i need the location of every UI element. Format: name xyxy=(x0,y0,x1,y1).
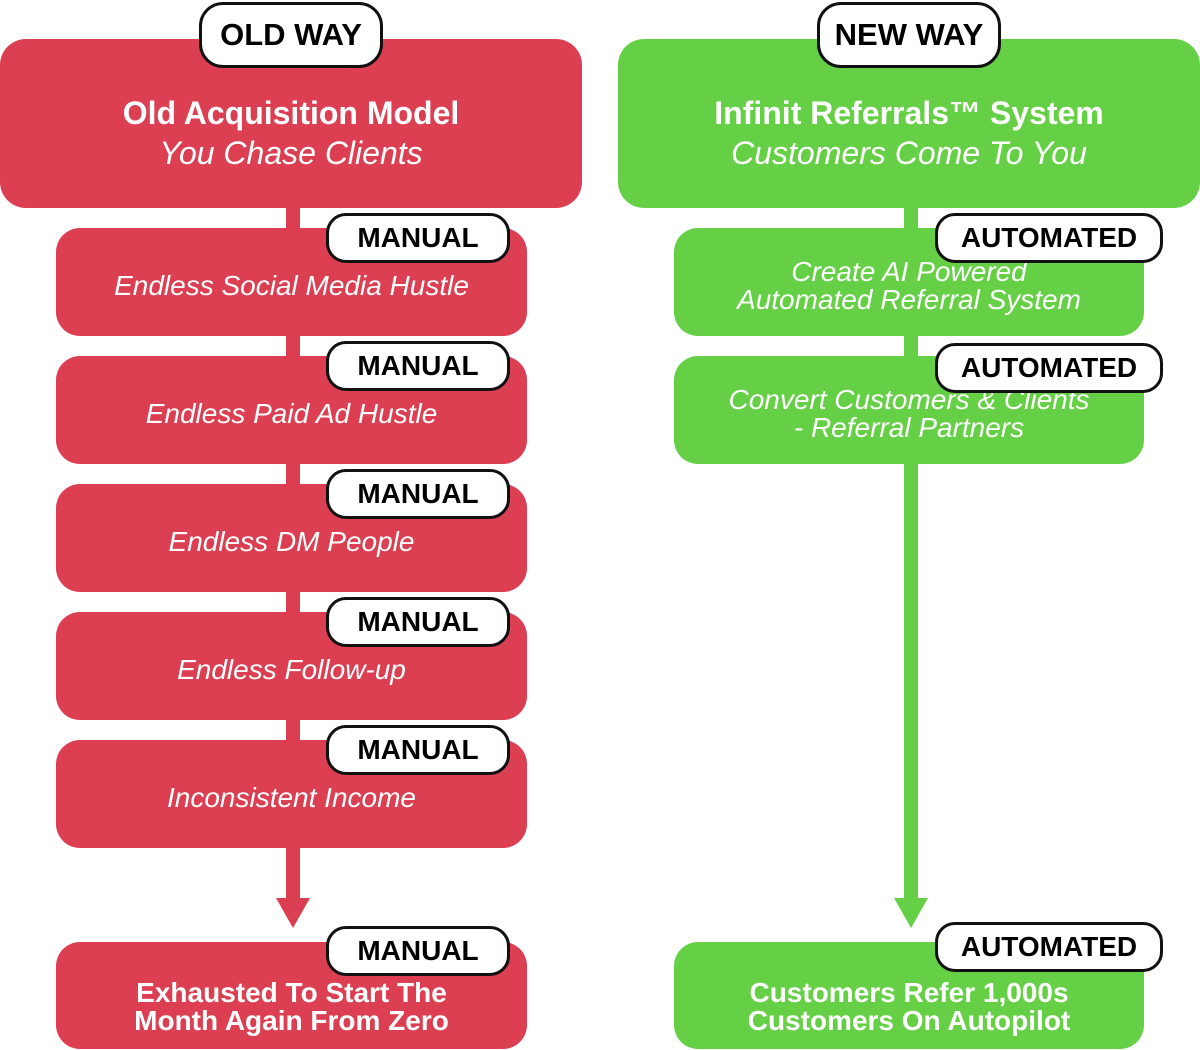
old-step-3-text: Endless DM People xyxy=(168,526,415,557)
new-result-tag: AUTOMATED xyxy=(935,922,1163,972)
old-step-4-text: Endless Follow-up xyxy=(177,654,406,685)
new-step-1-text: Create AI Powered Automated Referral Sys… xyxy=(737,256,1081,315)
old-step-2-tag: MANUAL xyxy=(326,341,510,391)
new-way-subtitle: Customers Come To You xyxy=(731,134,1087,171)
old-way-title: Old Acquisition Model xyxy=(122,94,460,131)
old-step-3-tag: MANUAL xyxy=(326,469,510,519)
old-step-1: Endless Social Media Hustle xyxy=(56,228,527,336)
new-way-label: NEW WAY xyxy=(817,2,1001,68)
old-step-5-tag: MANUAL xyxy=(326,725,510,775)
new-way-title: Infinit Referrals™ System xyxy=(714,94,1104,131)
new-step-2-text: Convert Customers & Clients - Referral P… xyxy=(728,384,1090,443)
old-step-1-tag: MANUAL xyxy=(326,213,510,263)
old-step-4-tag: MANUAL xyxy=(326,597,510,647)
old-result-tag: MANUAL xyxy=(326,926,510,976)
old-step-2-text: Endless Paid Ad Hustle xyxy=(145,398,438,429)
new-step-2-tag: AUTOMATED xyxy=(935,343,1163,393)
new-step-1-tag: AUTOMATED xyxy=(935,213,1163,263)
new-result-text: Customers Refer 1,000s Customers On Auto… xyxy=(747,976,1071,1036)
new-way-arrowhead xyxy=(894,898,928,928)
old-way-subtitle: You Chase Clients xyxy=(159,134,423,171)
old-step-5-text: Inconsistent Income xyxy=(166,782,417,813)
old-result-text: Exhausted To Start The Month Again From … xyxy=(134,976,449,1036)
old-way-arrowhead xyxy=(276,898,310,928)
old-step-1-text: Endless Social Media Hustle xyxy=(114,270,469,301)
old-way-label: OLD WAY xyxy=(199,2,383,68)
